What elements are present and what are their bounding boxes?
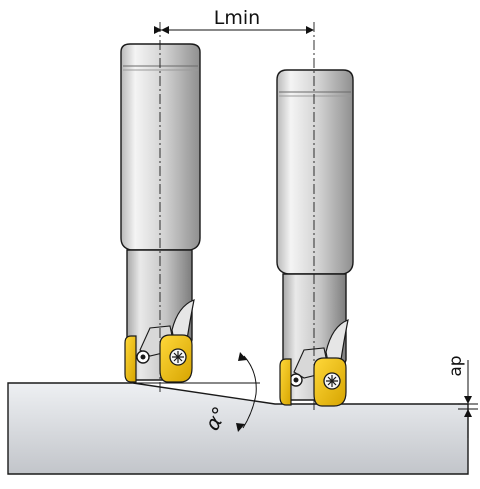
- angle-arc: [242, 355, 257, 429]
- left-shank: [120, 43, 201, 251]
- lmin-dimension: Lmin: [154, 7, 314, 34]
- ap-label: ap: [446, 355, 466, 376]
- left-cutter: [120, 22, 201, 392]
- lmin-label: Lmin: [214, 7, 260, 29]
- right-cutter: [276, 22, 354, 412]
- right-shank: [276, 69, 354, 275]
- right-insert-edge: [279, 358, 292, 406]
- ap-dimension: ap: [446, 355, 478, 438]
- left-insert-edge: [124, 335, 137, 383]
